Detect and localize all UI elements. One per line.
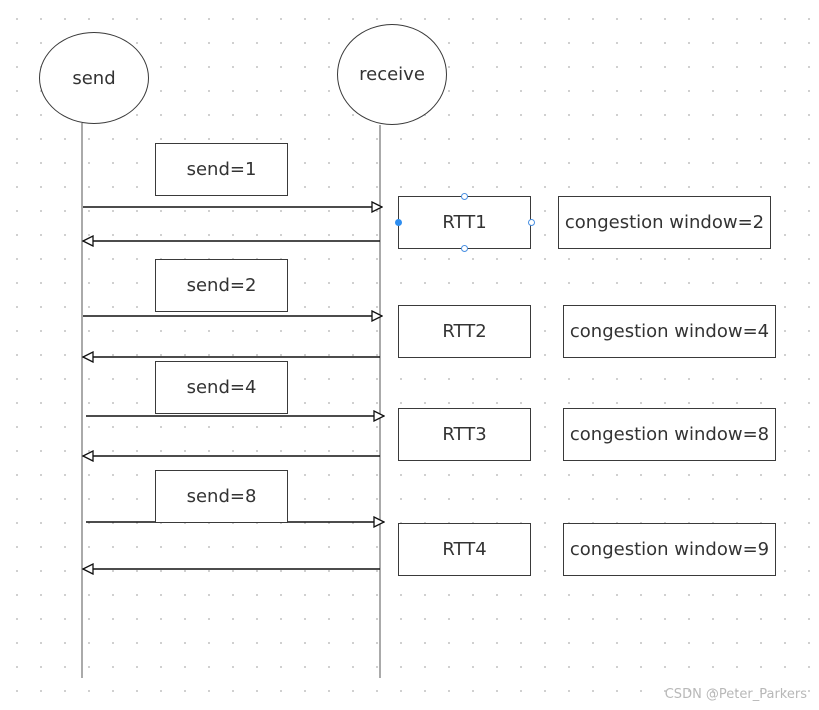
window-box-3[interactable]: congestion window=8	[563, 408, 776, 461]
receiver-node[interactable]: receive	[337, 24, 447, 125]
send-box-4[interactable]: send=8	[155, 470, 288, 523]
rtt-label-2: RTT2	[442, 321, 487, 342]
window-box-4[interactable]: congestion window=9	[563, 523, 776, 576]
send-box-2[interactable]: send=2	[155, 259, 288, 312]
send-box-1[interactable]: send=1	[155, 143, 288, 196]
window-label-4: congestion window=9	[569, 539, 770, 560]
selection-handle-bottom[interactable]	[461, 245, 468, 252]
rtt-label-1: RTT1	[442, 212, 487, 233]
send-box-3[interactable]: send=4	[155, 361, 288, 414]
send-label-3: send=4	[186, 377, 257, 398]
selection-handle-left[interactable]	[395, 219, 402, 226]
selection-handle-right[interactable]	[528, 219, 535, 226]
window-label-2: congestion window=4	[569, 321, 770, 342]
rtt-box-3[interactable]: RTT3	[398, 408, 531, 461]
window-label-1: congestion window=2	[564, 212, 765, 233]
window-label-3: congestion window=8	[569, 424, 770, 445]
send-label-2: send=2	[186, 275, 257, 296]
sender-node[interactable]: send	[39, 32, 149, 124]
rtt-box-2[interactable]: RTT2	[398, 305, 531, 358]
rtt-box-1[interactable]: RTT1	[398, 196, 531, 249]
rtt-label-3: RTT3	[442, 424, 487, 445]
selection-handle-top[interactable]	[461, 193, 468, 200]
window-box-1[interactable]: congestion window=2	[558, 196, 771, 249]
send-label-1: send=1	[186, 159, 257, 180]
rtt-label-4: RTT4	[442, 539, 487, 560]
receiver-label: receive	[359, 64, 425, 85]
rtt-box-4[interactable]: RTT4	[398, 523, 531, 576]
send-label-4: send=8	[186, 486, 257, 507]
sender-label: send	[72, 67, 116, 89]
window-box-2[interactable]: congestion window=4	[563, 305, 776, 358]
watermark: CSDN @Peter_Parkers	[664, 687, 807, 702]
